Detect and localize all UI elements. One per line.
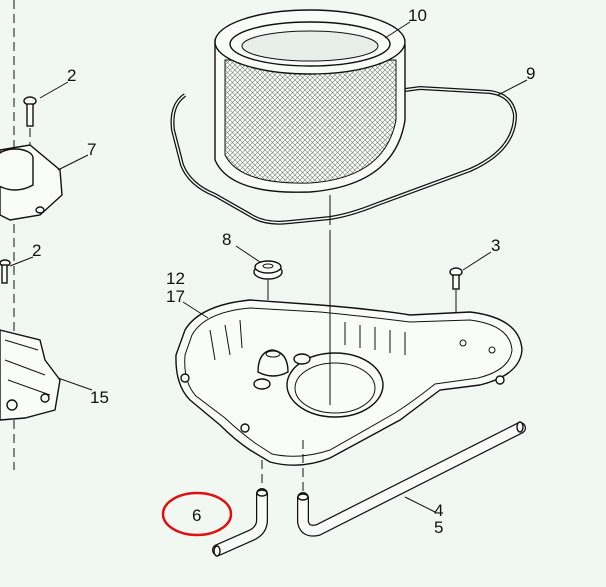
callout-2-top: 2: [67, 66, 76, 85]
highlight-circle-callout-6: [161, 491, 233, 537]
callout-12: 12: [166, 269, 185, 288]
callout-6: 6: [192, 506, 201, 525]
callout-10: 10: [408, 6, 427, 25]
part-7-housing: [0, 144, 63, 221]
screw-2-lower: [0, 259, 11, 284]
callout-5: 5: [434, 518, 443, 537]
callout-7: 7: [87, 140, 96, 159]
screw-2-top: [23, 96, 37, 150]
filter-element-10: [214, 9, 406, 193]
callout-3: 3: [491, 236, 500, 255]
screw-3: [449, 267, 463, 320]
callout-2-lower: 2: [32, 241, 41, 260]
callout-17: 17: [166, 287, 185, 306]
callout-4: 4: [434, 501, 443, 520]
callout-9: 9: [526, 64, 535, 83]
air-cleaner-base-12-17: [175, 230, 523, 492]
callout-15: 15: [90, 388, 109, 407]
grommet-8: [253, 260, 283, 300]
callout-8: 8: [222, 230, 231, 249]
callout-leaders: [9, 21, 528, 513]
part-15-actuator: [0, 329, 61, 421]
